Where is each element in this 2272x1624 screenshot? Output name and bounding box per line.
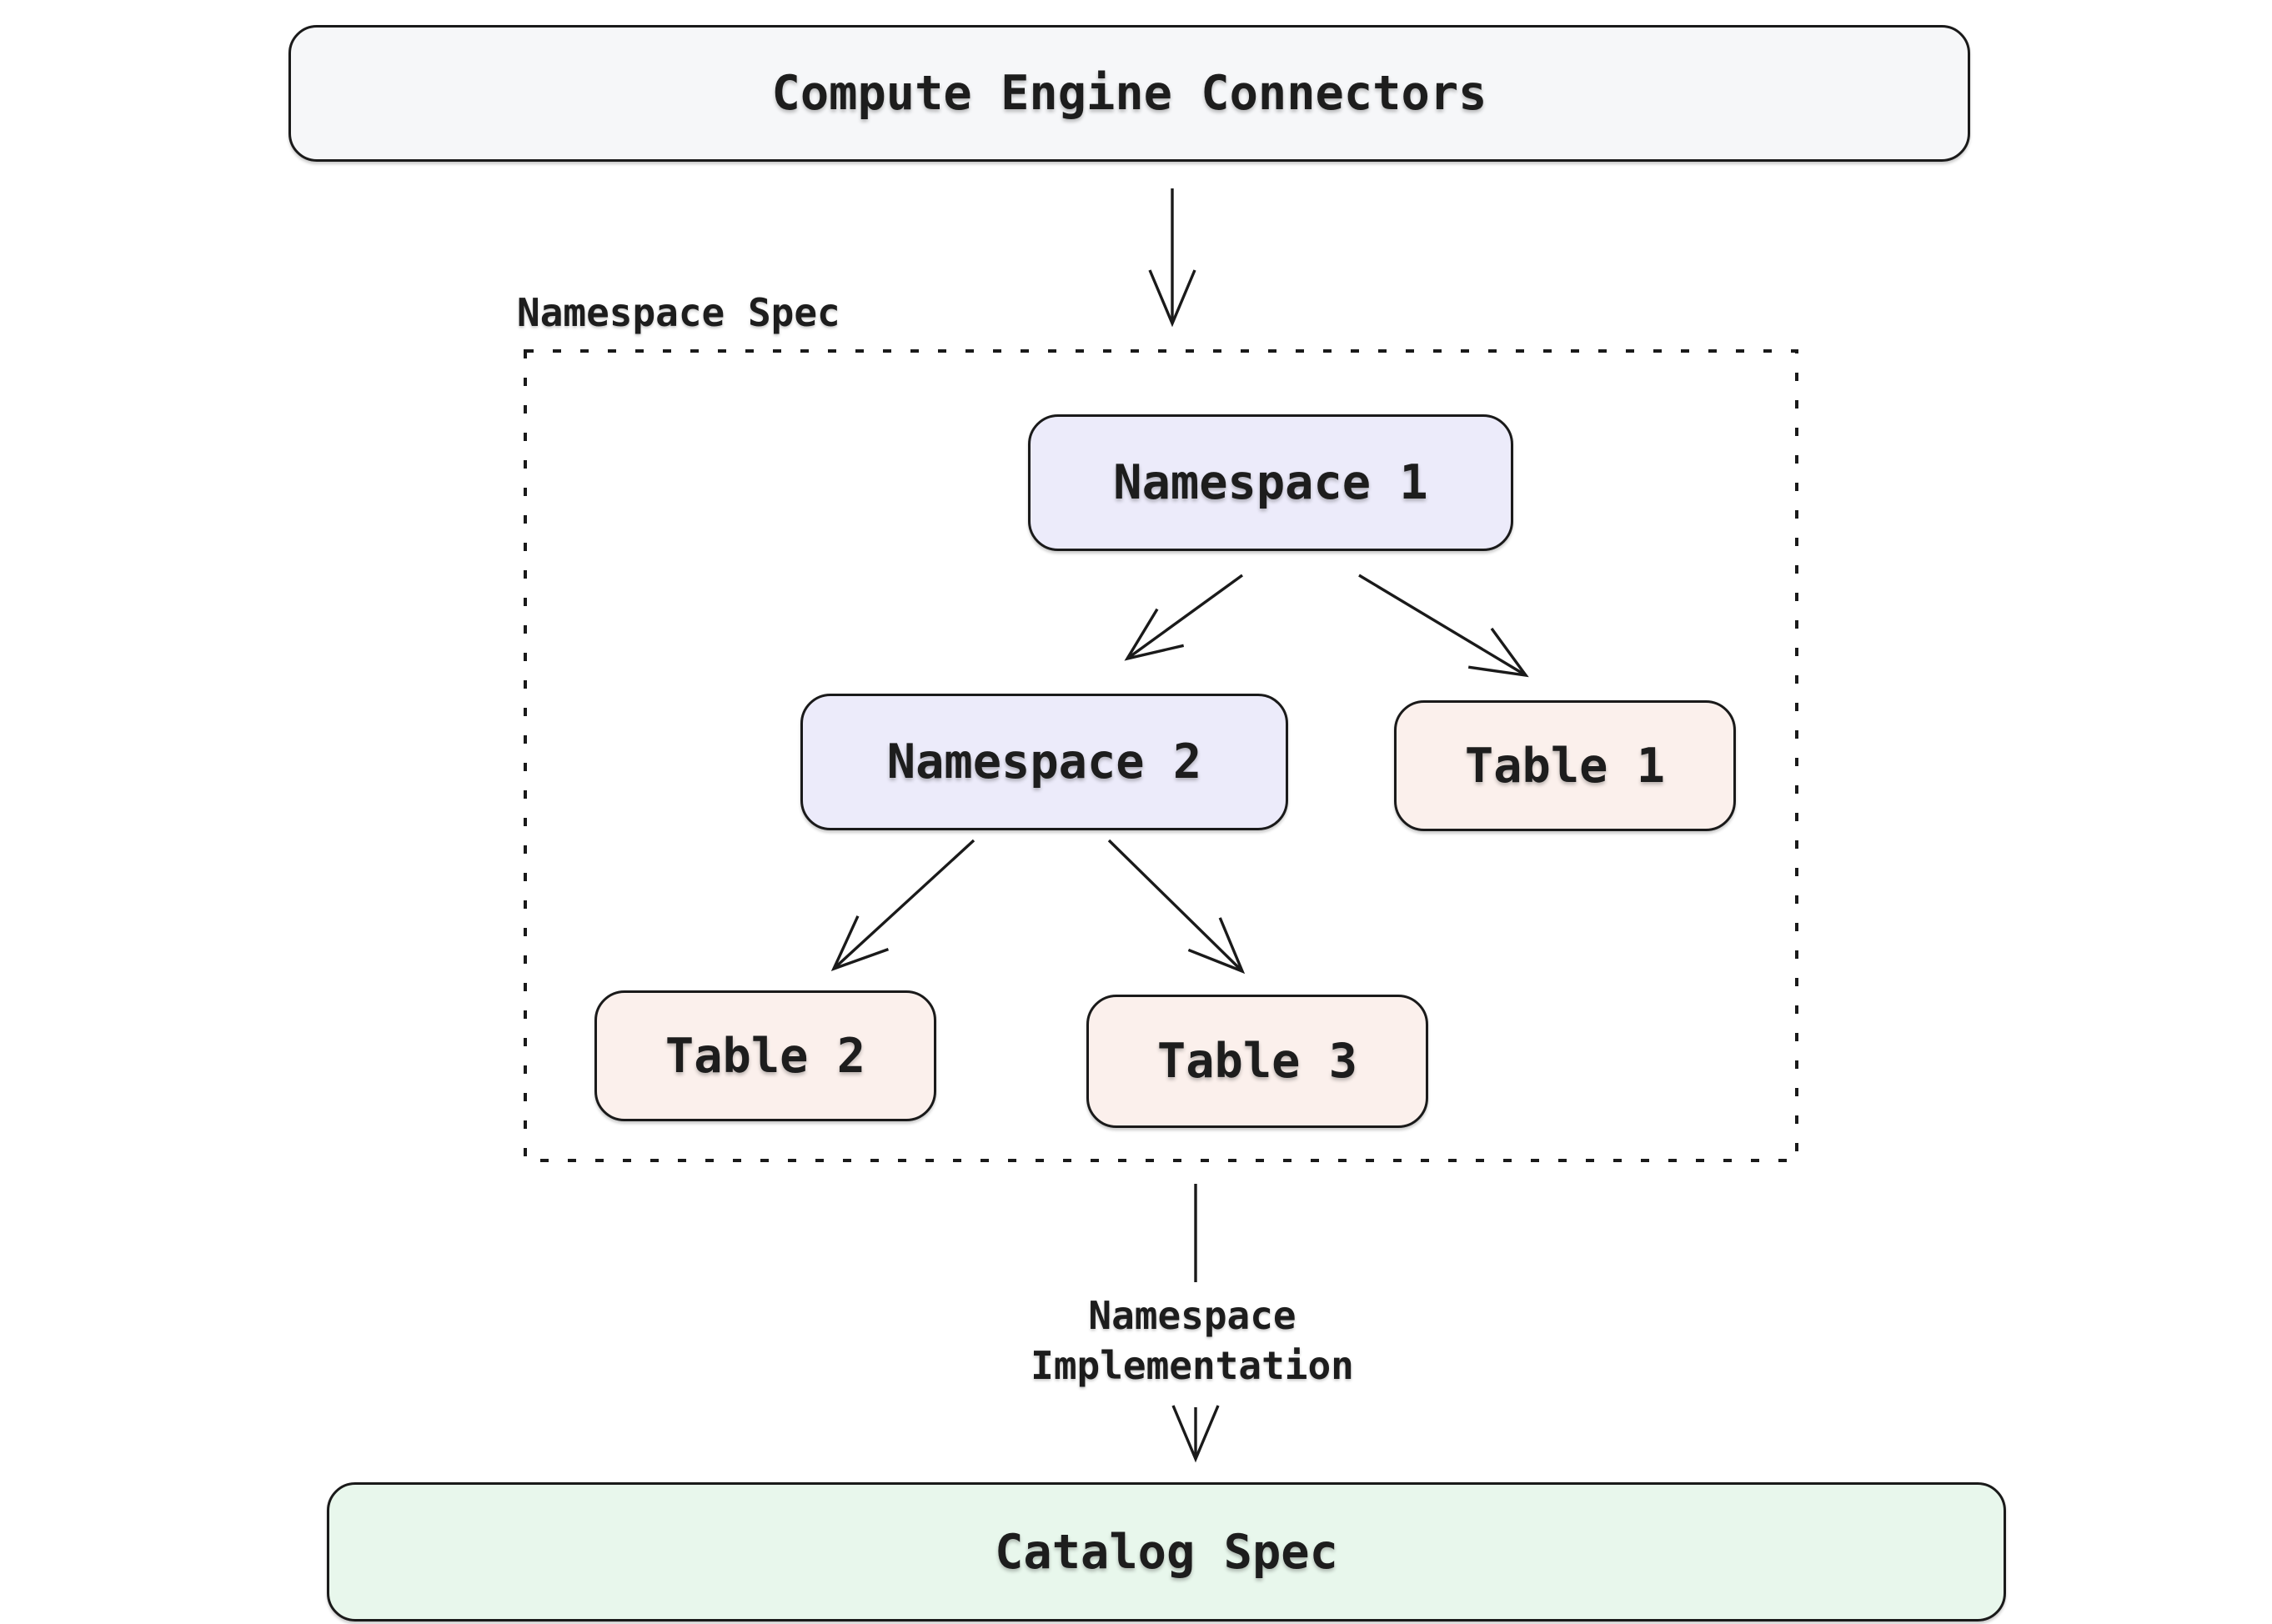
edge-namespace2-to-table2 — [830, 839, 976, 971]
edge-namespace2-to-table3 — [1107, 839, 1246, 975]
edge-label-line-2: Implementation — [1031, 1343, 1354, 1388]
node-catalog-spec: Catalog Spec — [327, 1482, 2006, 1621]
edge-namespace1-to-namespace2 — [1124, 574, 1243, 661]
node-table-2-label: Table 2 — [665, 1028, 866, 1084]
node-table-1-label: Table 1 — [1464, 738, 1666, 794]
edge-namespace1-to-table1 — [1358, 574, 1529, 678]
edge-label-line-1: Namespace — [1088, 1293, 1296, 1338]
node-namespace-2-label: Namespace 2 — [886, 734, 1202, 789]
node-namespace-1-label: Namespace 1 — [1113, 455, 1428, 510]
node-table-2: Table 2 — [594, 990, 936, 1121]
node-compute-engine-connectors-label: Compute Engine Connectors — [771, 66, 1487, 121]
node-table-3-label: Table 3 — [1156, 1034, 1358, 1089]
node-namespace-2: Namespace 2 — [800, 694, 1288, 830]
node-namespace-1: Namespace 1 — [1028, 414, 1513, 551]
node-catalog-spec-label: Catalog Spec — [995, 1524, 1338, 1580]
namespace-spec-container-border — [524, 349, 1798, 1162]
edge-label-namespace-implementation: Namespace Implementation — [942, 1291, 1442, 1391]
namespace-spec-container-label: Namespace Spec — [517, 290, 840, 335]
node-table-3: Table 3 — [1086, 995, 1428, 1128]
node-compute-engine-connectors: Compute Engine Connectors — [288, 25, 1970, 162]
node-table-1: Table 1 — [1394, 700, 1736, 831]
